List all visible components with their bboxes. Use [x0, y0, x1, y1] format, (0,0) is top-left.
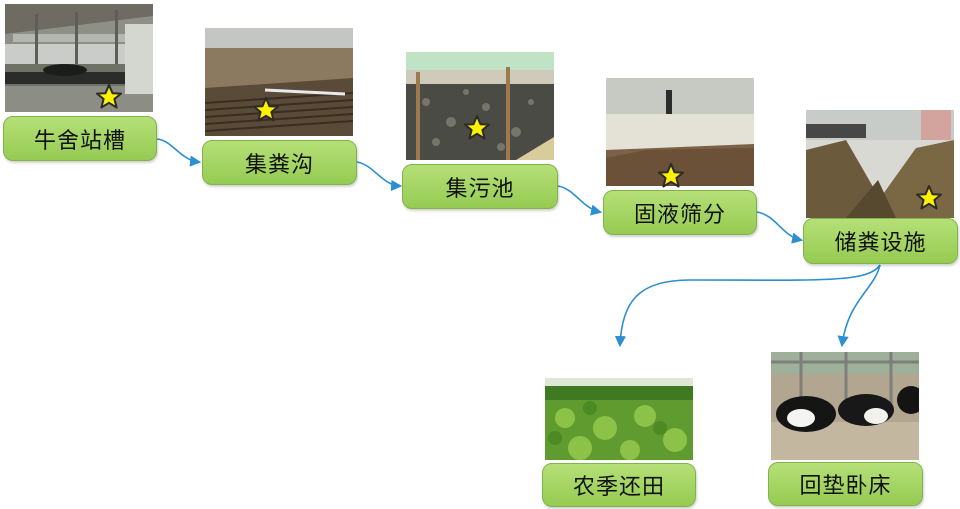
photo-manure-storage — [806, 110, 954, 218]
photo-farmland — [545, 378, 693, 460]
arrow-icon — [156, 138, 202, 167]
photo-barn-stall — [5, 4, 153, 112]
photo-solid-liquid-separation — [606, 78, 754, 186]
arrow-icon — [614, 264, 881, 348]
step-manure-storage: 储粪设施 — [803, 218, 958, 264]
photo-manure-channel — [205, 28, 353, 136]
step-manure-channel: 集粪沟 — [202, 140, 357, 185]
outcome-bedding-reuse: 回垫卧床 — [768, 462, 923, 506]
arrow-icon — [356, 161, 403, 192]
step-sewage-pool: 集污池 — [402, 164, 558, 209]
star-icon — [658, 163, 684, 188]
arrow-icon — [837, 264, 881, 348]
step-solid-liquid-separation: 固液筛分 — [603, 190, 757, 235]
star-icon — [96, 84, 122, 109]
star-icon — [916, 185, 942, 210]
star-icon — [253, 97, 279, 122]
photo-sewage-pool — [406, 52, 554, 160]
outcome-return-to-field: 农季还田 — [542, 463, 696, 507]
photo-cow-bedding — [771, 352, 919, 460]
arrow-icon — [756, 211, 804, 244]
arrow-icon — [557, 185, 603, 216]
star-icon — [464, 115, 490, 140]
step-barn-stall: 牛舍站槽 — [3, 116, 157, 161]
